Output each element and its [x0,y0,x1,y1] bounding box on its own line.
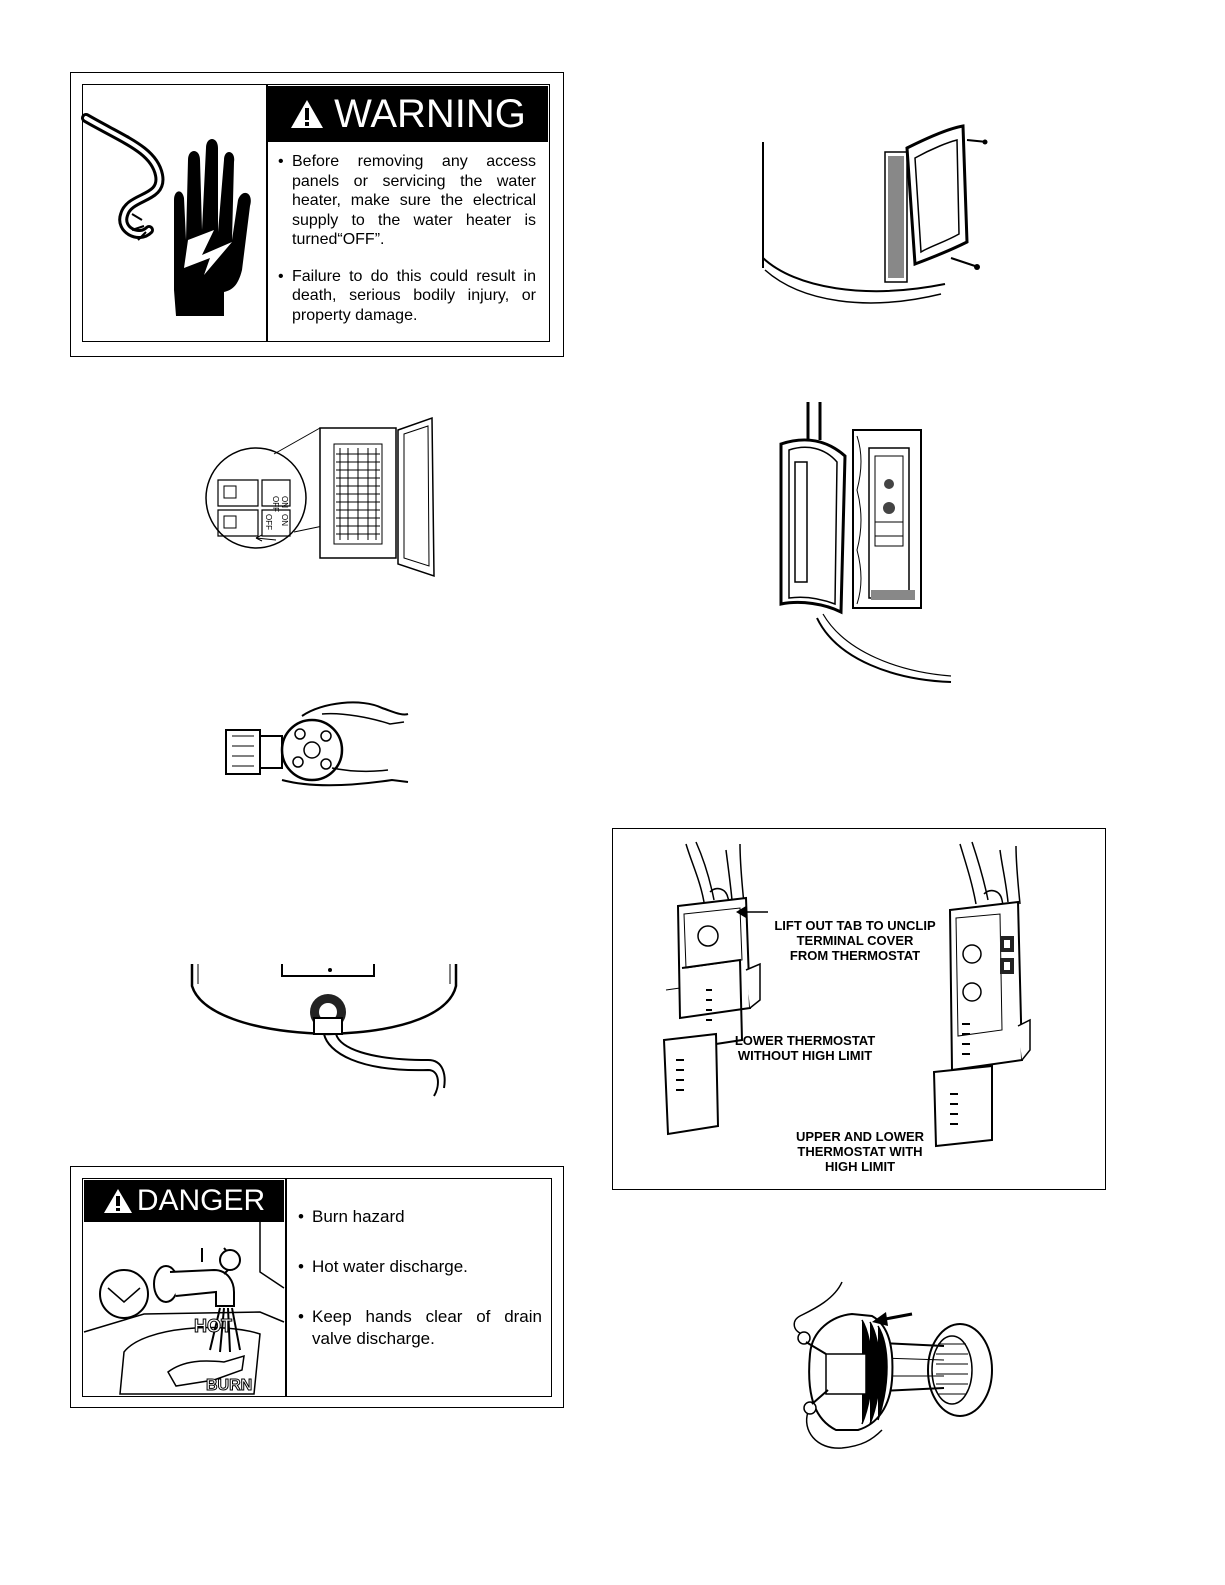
danger-header: DANGER [84,1180,284,1222]
danger-list: Burn hazard Hot water discharge. Keep ha… [296,1206,542,1378]
water-valve-hand-illustration [222,692,412,792]
callout-line: LIFT OUT TAB TO UNCLIP [774,918,936,933]
callout-line: UPPER AND LOWER [795,1129,925,1144]
danger-divider [285,1178,287,1397]
hot-water-burn-illustration: HOT BURN [84,1222,284,1394]
thermostat-figure [612,828,1106,1190]
breaker-label-off: OFF [264,514,273,530]
breaker-panel-illustration: OFF ON OFF ON [202,414,442,579]
warning-list: Before removing any access panels or ser… [276,152,536,342]
warning-label [82,84,550,342]
callout-line: FROM THERMOSTAT [789,948,921,963]
callout-arrow-icon [736,906,768,918]
hot-illustration-text: HOT [194,1316,232,1336]
lower-thermostat-illustration [656,840,766,1135]
warning-header: WARNING [268,86,548,142]
burn-illustration-text: BURN [206,1377,252,1394]
breaker-label-off: OFF [271,496,280,512]
callout-lower-thermostat: LOWER THERMOSTAT WITHOUT HIGH LIMIT [720,1033,890,1063]
heating-element-removal-illustration [782,1280,1002,1460]
danger-item: Burn hazard [296,1206,542,1228]
danger-label-frame [70,1166,564,1408]
danger-item: Keep hands clear of drain valve discharg… [296,1306,542,1350]
warning-label-frame [70,72,564,357]
access-panel-removal-illustration [755,118,988,313]
warning-item: Failure to do this could result in death… [276,267,536,326]
upper-thermostat-illustration [930,840,1040,1150]
callout-line: HIGH LIMIT [824,1159,896,1174]
warning-triangle-icon [291,100,324,128]
warning-item: Before removing any access panels or ser… [276,152,536,250]
warning-divider [266,84,268,342]
callout-line: LOWER THERMOSTAT [734,1033,876,1048]
warning-triangle-icon [103,1189,132,1213]
callout-lift-tab: LIFT OUT TAB TO UNCLIP TERMINAL COVER FR… [760,918,950,963]
open-access-panel-illustration [775,402,955,690]
danger-item: Hot water discharge. [296,1256,542,1278]
breaker-label-on: ON [280,514,289,526]
danger-header-text: DANGER [136,1184,266,1217]
callout-line: WITHOUT HIGH LIMIT [737,1048,873,1063]
callout-line: THERMOSTAT WITH [797,1144,923,1159]
warning-header-text: WARNING [334,91,526,136]
callout-line: TERMINAL COVER [796,933,914,948]
callout-upper-lower-thermostat: UPPER AND LOWER THERMOSTAT WITH HIGH LIM… [775,1129,945,1174]
drain-valve-hose-illustration [188,962,468,1102]
breaker-label-on: ON [280,496,289,508]
electric-shock-hand-icon [84,90,251,316]
danger-label [82,1178,552,1397]
